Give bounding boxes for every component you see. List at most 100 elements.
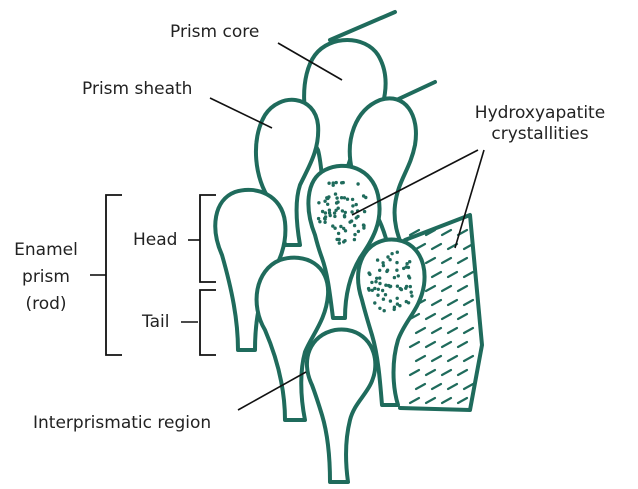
crystallite-dot: [343, 214, 346, 217]
crystallite-dot: [378, 276, 381, 279]
crystallite-dot: [348, 220, 351, 223]
crystallite-dot: [333, 227, 336, 230]
label-head: Head: [133, 230, 177, 251]
crystallite-dash: [426, 314, 435, 319]
label-enamel-prism: Enamel prism (rod): [6, 237, 86, 318]
crystallite-dot: [378, 269, 381, 272]
prism-bottom-center: [307, 329, 375, 482]
crystallite-dot: [393, 306, 396, 309]
crystallite-dot: [343, 239, 346, 242]
crystallite-dot: [317, 217, 320, 220]
crystallite-dot: [350, 210, 353, 213]
crystallite-dot: [335, 196, 338, 199]
label-hydroxyapatite: Hydroxyapatite crystallities: [455, 103, 625, 145]
crystallite-dash: [432, 328, 441, 333]
label-hydroxyapatite-line1: Hydroxyapatite: [455, 103, 625, 124]
label-enamel-line1: Enamel: [6, 237, 86, 264]
crystallite-dot: [367, 287, 370, 290]
crystallite-dot: [389, 299, 392, 302]
crystallite-dot: [346, 198, 349, 201]
crystallite-dot: [410, 294, 413, 297]
crystallite-dot: [381, 289, 384, 292]
crystallite-dash: [458, 314, 467, 319]
crystallite-dash: [458, 370, 467, 375]
crystallite-dash: [464, 272, 473, 277]
crystallite-dash: [464, 356, 473, 361]
crystallite-dash: [432, 384, 441, 389]
crystallite-dash: [442, 398, 451, 403]
crystallite-dash: [464, 300, 473, 305]
crystallite-dot: [395, 261, 398, 264]
crystallite-dash: [458, 286, 467, 291]
crystallite-dot: [367, 271, 370, 274]
crystallite-dot: [343, 196, 346, 199]
crystallite-dot: [355, 216, 358, 219]
crystallite-dot: [362, 194, 365, 197]
crystallite-dot: [355, 203, 358, 206]
crystallite-dash: [464, 328, 473, 333]
crystallite-dot: [324, 211, 327, 214]
crystallite-dot: [342, 227, 345, 230]
crystallite-dot: [374, 280, 377, 283]
crystallite-dot: [390, 252, 393, 255]
crystallite-dot: [340, 181, 343, 184]
crystallite-dot: [337, 238, 340, 241]
crystallite-dot: [398, 304, 401, 307]
label-prism-core: Prism core: [170, 22, 259, 43]
crystallite-dot: [383, 309, 386, 312]
crystallite-dot: [386, 269, 389, 272]
crystallite-dash: [448, 328, 457, 333]
crystallite-dash: [426, 258, 435, 263]
crystallite-dot: [410, 291, 413, 294]
crystallite-dot: [396, 297, 399, 300]
label-interprismatic-region: Interprismatic region: [33, 413, 211, 434]
crystallite-dot: [395, 269, 398, 272]
crystallite-dot: [405, 285, 408, 288]
crystallite-dot: [378, 282, 381, 285]
label-hydroxyapatite-line2: crystallities: [455, 124, 625, 145]
label-tail: Tail: [142, 312, 169, 333]
crystallite-dot: [405, 265, 408, 268]
crystallite-dot: [334, 209, 337, 212]
leader-hydroxy-2: [455, 150, 484, 248]
crystallite-dash: [432, 300, 441, 305]
crystallite-dot: [338, 241, 341, 244]
crystallite-dash: [426, 286, 435, 291]
crystallite-dash: [416, 384, 425, 389]
crystallite-dot: [396, 285, 399, 288]
crystallite-dash: [448, 272, 457, 277]
crystallite-dash: [458, 342, 467, 347]
crystallite-dot: [317, 201, 320, 204]
label-enamel-line3: (rod): [6, 291, 86, 318]
crystallite-dot: [393, 276, 396, 279]
crystallite-dash: [458, 258, 467, 263]
leader-prism-sheath: [210, 98, 272, 128]
crystallite-dot: [327, 182, 330, 185]
crystallite-dot: [408, 260, 411, 263]
crystallite-dash: [448, 300, 457, 305]
crystallite-dash: [442, 314, 451, 319]
crystallite-dot: [405, 300, 408, 303]
crystallite-dot: [400, 288, 403, 291]
crystallite-dash: [432, 272, 441, 277]
crystallite-dash: [426, 398, 435, 403]
crystallite-dot: [384, 293, 387, 296]
crystallite-dash: [410, 342, 419, 347]
crystallite-dot: [334, 192, 337, 195]
crystallite-dash: [410, 370, 419, 375]
crystallite-dot: [370, 281, 373, 284]
crystallite-dot: [407, 275, 410, 278]
crystallite-dot: [341, 209, 344, 212]
crystallite-dot: [409, 285, 412, 288]
label-prism-sheath: Prism sheath: [82, 79, 192, 100]
crystallite-dot: [388, 258, 391, 261]
crystallite-dot: [382, 298, 385, 301]
crystallite-dash: [442, 342, 451, 347]
crystallite-dash: [448, 384, 457, 389]
crystallite-dash: [426, 342, 435, 347]
label-enamel-line2: prism: [6, 264, 86, 291]
crystallite-dot: [337, 232, 340, 235]
crystallite-dash: [442, 258, 451, 263]
crystallite-dot: [378, 307, 381, 310]
crystallite-dot: [376, 294, 379, 297]
